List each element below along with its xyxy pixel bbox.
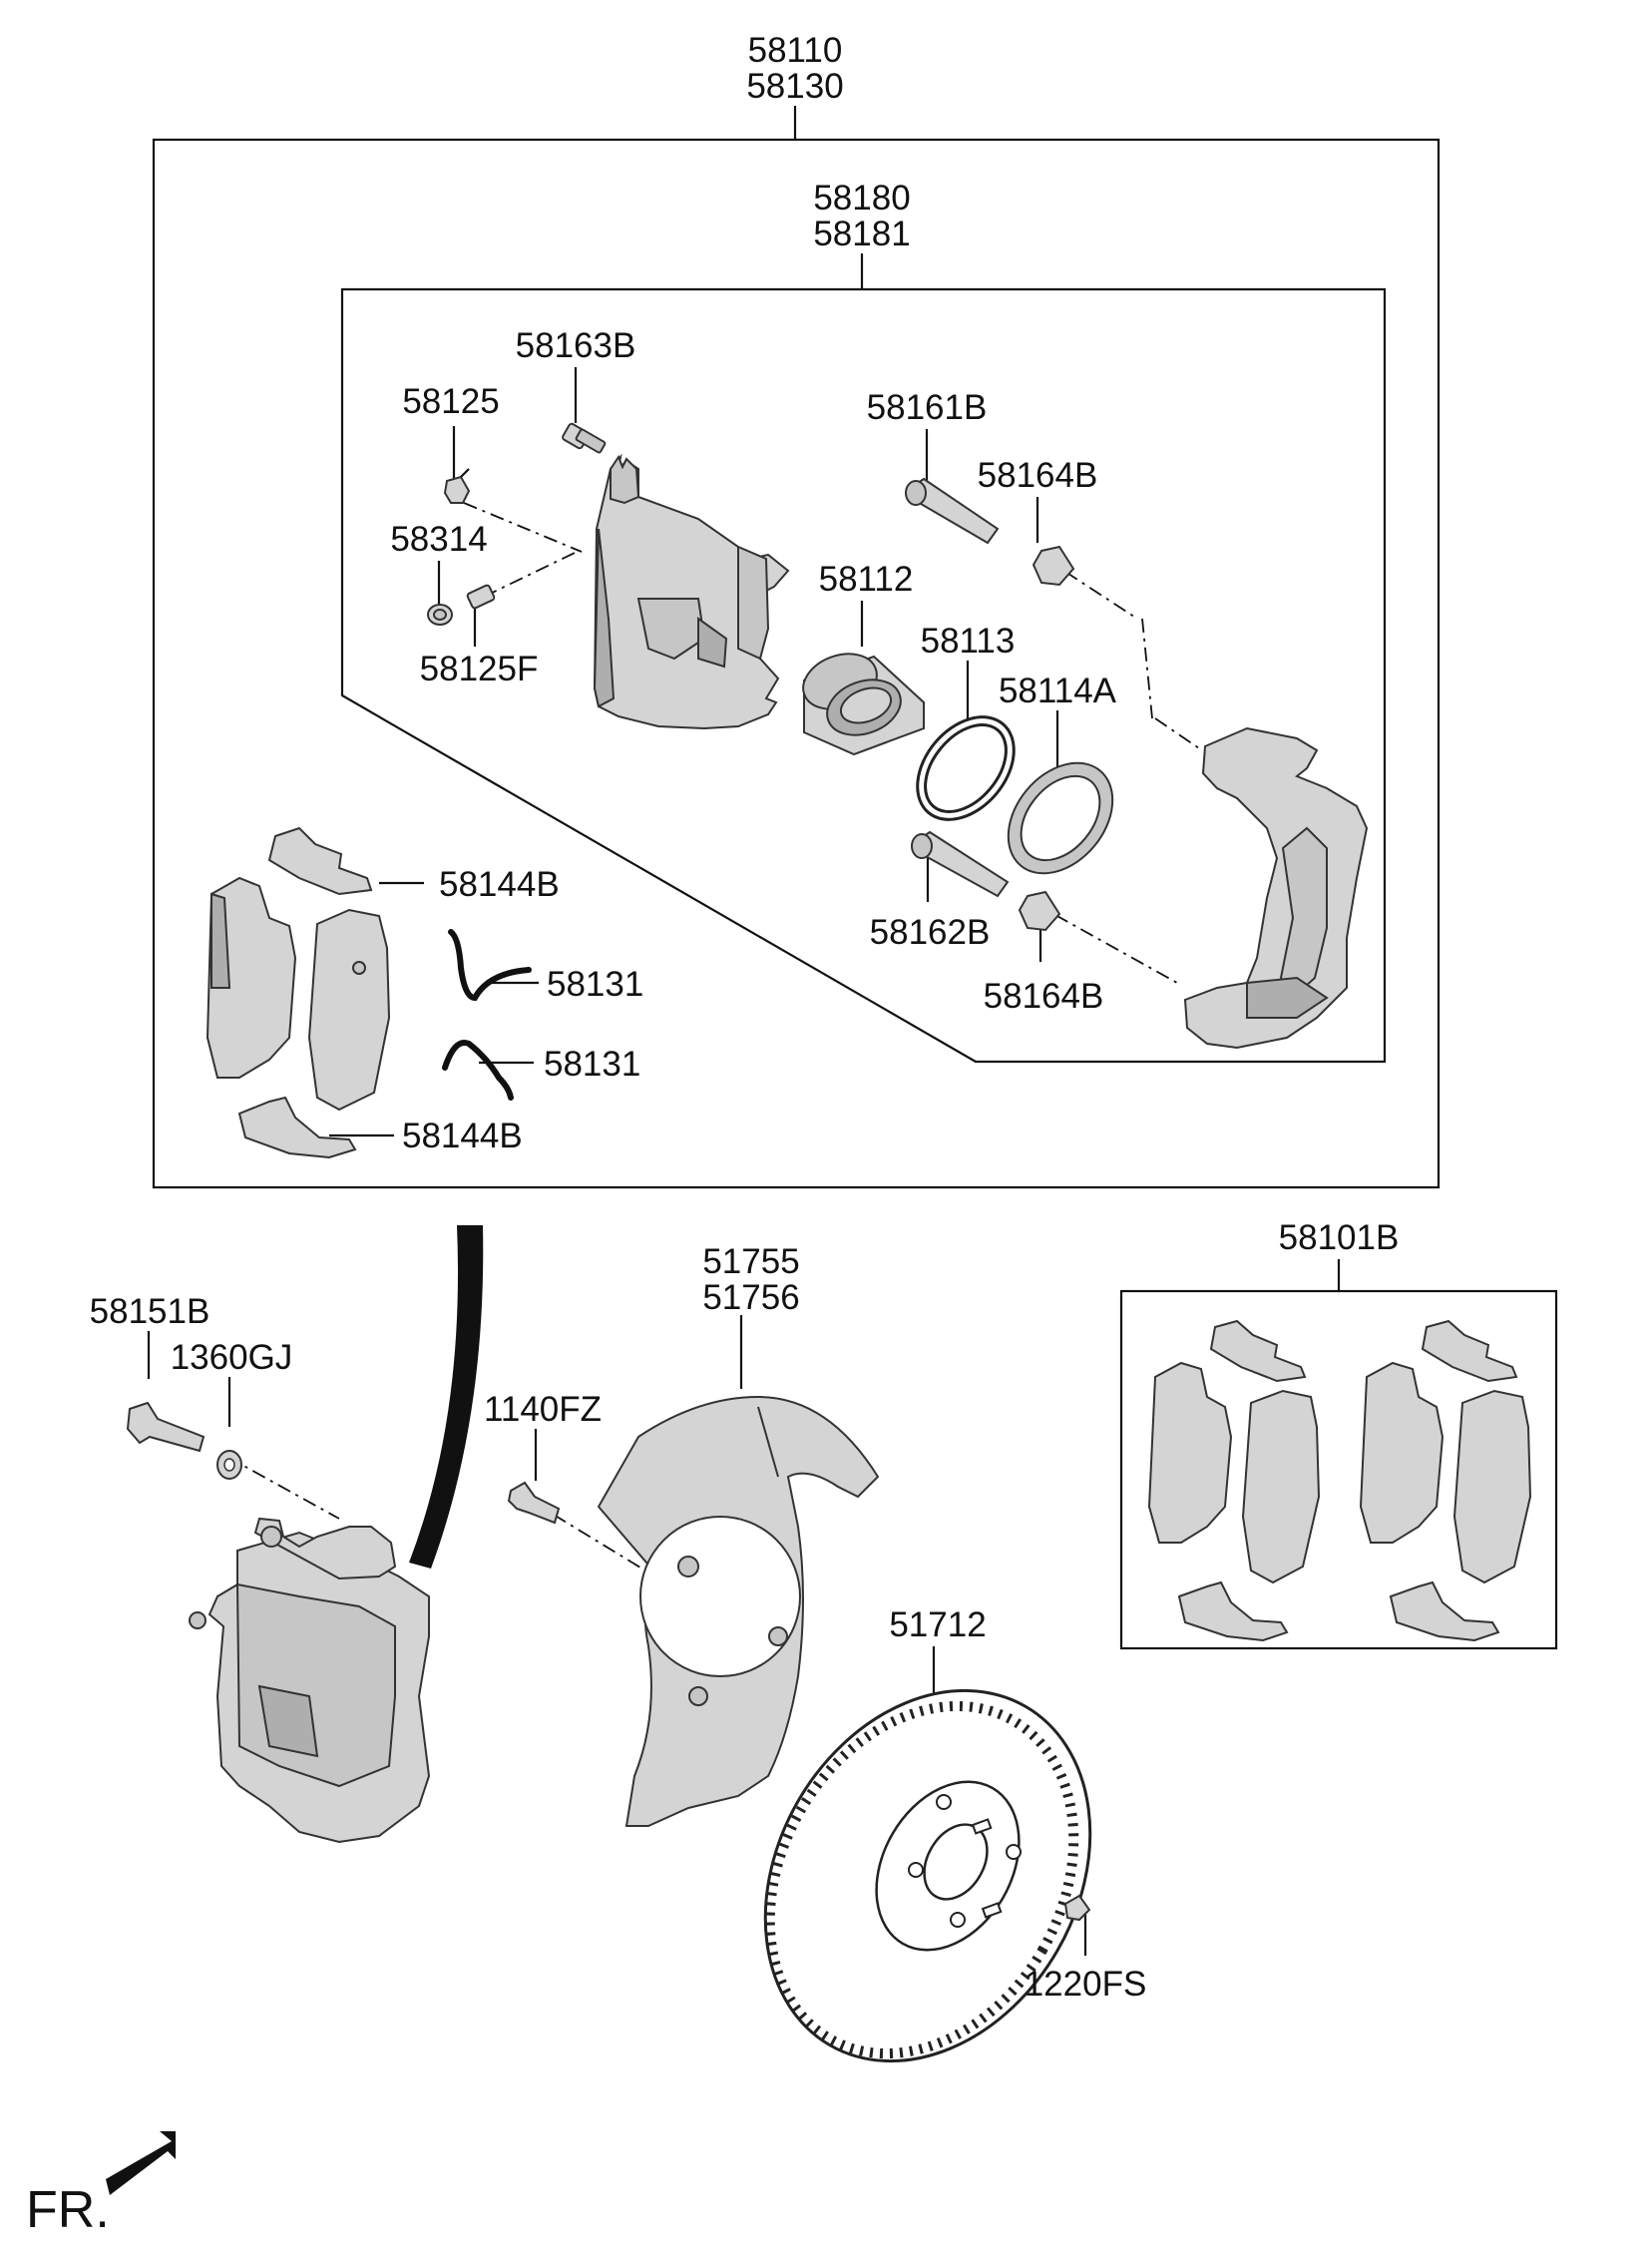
label-58101b: 58101B bbox=[1279, 1218, 1400, 1257]
bleeder-screw-58125f bbox=[466, 584, 496, 610]
guide-pin-58161b bbox=[905, 477, 1000, 545]
label-58163b: 58163B bbox=[516, 326, 636, 365]
label-58180: 58180 bbox=[813, 179, 910, 218]
pad-spring-clip-58144b-top bbox=[267, 826, 373, 896]
brake-pad-outer-left bbox=[206, 876, 297, 1079]
caliper-mounting-bolt-58151b bbox=[126, 1401, 206, 1453]
brake-disc-51712 bbox=[763, 1688, 1092, 2063]
caliper-housing bbox=[593, 453, 790, 730]
piston-seal-58113 bbox=[916, 715, 1016, 821]
pad-wear-sensor-58131 bbox=[442, 929, 532, 1101]
part-number-labels: 58110 58130 58180 58181 58163B 58125 583… bbox=[26, 31, 1399, 2239]
bleeder-cap-58125 bbox=[443, 468, 471, 504]
caliper-inner-box bbox=[340, 287, 1387, 1064]
label-58131-b: 58131 bbox=[544, 1045, 640, 1084]
label-58110: 58110 bbox=[748, 31, 843, 70]
label-58113: 58113 bbox=[921, 622, 1016, 661]
label-58125: 58125 bbox=[402, 382, 499, 421]
piston-58112 bbox=[802, 653, 925, 756]
label-51712: 51712 bbox=[889, 1605, 986, 1644]
label-58162b: 58162B bbox=[870, 913, 991, 952]
guide-pin-boot-58164b-bottom bbox=[1018, 890, 1061, 932]
pad-spring-clip-58144b-bottom bbox=[237, 1096, 357, 1159]
caliper-carrier-bracket bbox=[1183, 726, 1369, 1050]
label-1360gj: 1360GJ bbox=[171, 1338, 293, 1377]
label-58164b-top: 58164B bbox=[978, 456, 1098, 495]
label-58151b: 58151B bbox=[90, 1292, 210, 1331]
label-1220fs: 1220FS bbox=[1025, 1965, 1147, 2004]
brake-pad-inner-left bbox=[307, 908, 391, 1112]
caliper-guide-bolt-58163b bbox=[562, 422, 607, 454]
front-direction-label: FR. bbox=[26, 2181, 110, 2239]
label-58144b-bottom: 58144B bbox=[402, 1117, 523, 1155]
assembly-link-sweep bbox=[409, 1225, 484, 1569]
label-1140fz: 1140FZ bbox=[484, 1390, 602, 1429]
label-58125f: 58125F bbox=[420, 650, 539, 688]
front-direction-arrow-icon bbox=[106, 2131, 176, 2195]
guide-pin-boot-58164b-top bbox=[1032, 545, 1075, 587]
label-58314: 58314 bbox=[390, 520, 487, 559]
label-58164b-bottom: 58164B bbox=[984, 977, 1104, 1016]
dust-boot-58114a bbox=[1007, 761, 1114, 875]
pad-kit-58101b-contents bbox=[1147, 1319, 1532, 1642]
guide-pin-58162b bbox=[911, 830, 1010, 898]
label-51756: 51756 bbox=[702, 1278, 799, 1317]
label-58130: 58130 bbox=[746, 67, 843, 106]
leader-lines bbox=[147, 106, 1341, 1956]
label-58161b: 58161B bbox=[867, 388, 988, 427]
label-58114a: 58114A bbox=[999, 672, 1117, 710]
label-58144b-top: 58144B bbox=[439, 865, 560, 904]
stud-bolt-1140fz bbox=[507, 1481, 561, 1525]
label-58131-a: 58131 bbox=[547, 965, 643, 1004]
label-51755: 51755 bbox=[702, 1242, 799, 1281]
bleeder-screw-58314 bbox=[427, 604, 453, 626]
disc-screw-1220fs bbox=[1063, 1894, 1091, 1922]
label-58112: 58112 bbox=[819, 560, 914, 599]
caliper-assembly bbox=[189, 1517, 431, 1844]
dust-shield-51755 bbox=[597, 1395, 880, 1827]
lock-washer-1360gj bbox=[216, 1450, 242, 1480]
label-58181: 58181 bbox=[813, 215, 910, 253]
